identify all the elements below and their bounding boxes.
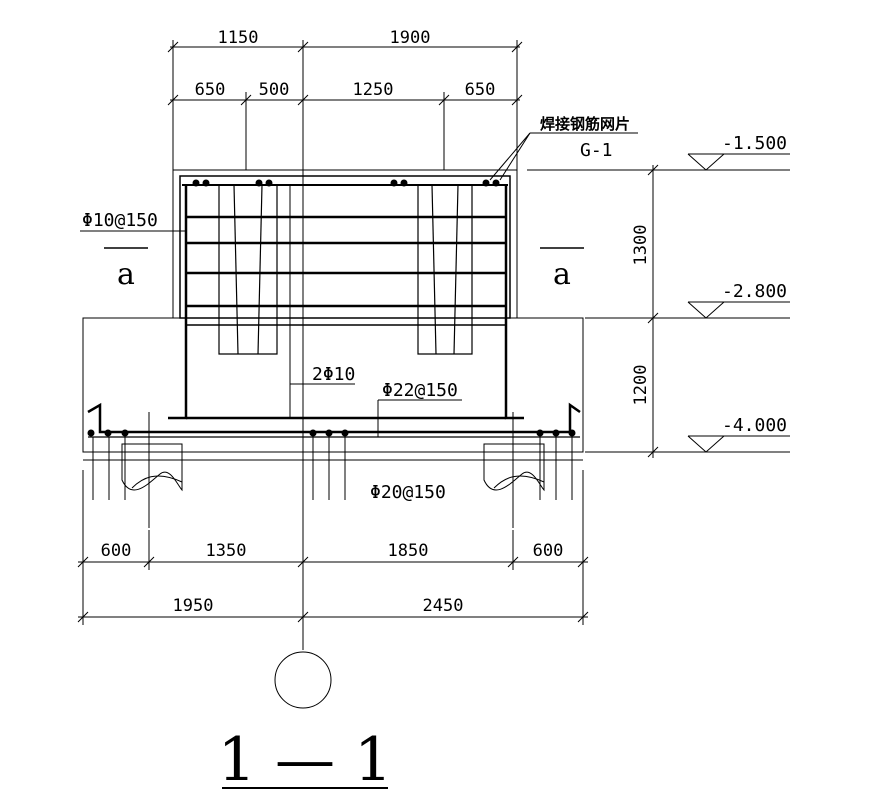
section-title: 1 — 1	[218, 725, 393, 795]
top-bars-label: Φ22@150	[382, 380, 458, 401]
two-bars-label: 2Φ10	[312, 364, 355, 385]
bottom-bars-label: Φ20@150	[370, 482, 446, 503]
top-dimension-lines	[167, 40, 523, 170]
dim-top-650-right: 650	[465, 80, 496, 100]
column-outline	[172, 169, 518, 319]
pedestal-left	[218, 184, 278, 355]
dim-bottom-2450: 2450	[423, 596, 464, 616]
dim-right-1200: 1200	[631, 365, 651, 406]
dim-bottom-600-right: 600	[533, 541, 564, 561]
dim-top-1900: 1900	[390, 28, 431, 48]
elevation-lines	[527, 153, 790, 453]
mesh-code-label: G-1	[580, 140, 613, 161]
dim-top-1250: 1250	[353, 80, 394, 100]
elevation-2-label: -2.800	[722, 281, 787, 302]
pile-cap-outline	[82, 317, 584, 461]
stirrup-label: Φ10@150	[82, 210, 158, 231]
bottom-dimension-lines	[77, 470, 589, 625]
section-mark-right: a	[553, 257, 571, 292]
dim-top-1150: 1150	[218, 28, 259, 48]
pile-break-left	[121, 443, 183, 492]
dim-bottom-1350: 1350	[206, 541, 247, 561]
section-mark-left: a	[117, 257, 135, 292]
axis-bubble	[274, 651, 332, 709]
dim-bottom-1950: 1950	[173, 596, 214, 616]
rebar-dots	[87, 179, 576, 437]
pile-break-right	[483, 443, 545, 492]
dim-top-650-left: 650	[195, 80, 226, 100]
pedestal-right	[417, 184, 473, 355]
elevation-3-label: -4.000	[722, 415, 787, 436]
elevation-1-label: -1.500	[722, 133, 787, 154]
dim-right-1300: 1300	[631, 225, 651, 266]
dim-top-500: 500	[259, 80, 290, 100]
piles	[92, 412, 573, 528]
dim-bottom-1850: 1850	[388, 541, 429, 561]
right-dimension-line	[647, 164, 659, 458]
welded-mesh-label: 焊接钢筋网片	[540, 115, 630, 133]
dim-bottom-600-left: 600	[101, 541, 132, 561]
reinforcement	[87, 184, 581, 438]
